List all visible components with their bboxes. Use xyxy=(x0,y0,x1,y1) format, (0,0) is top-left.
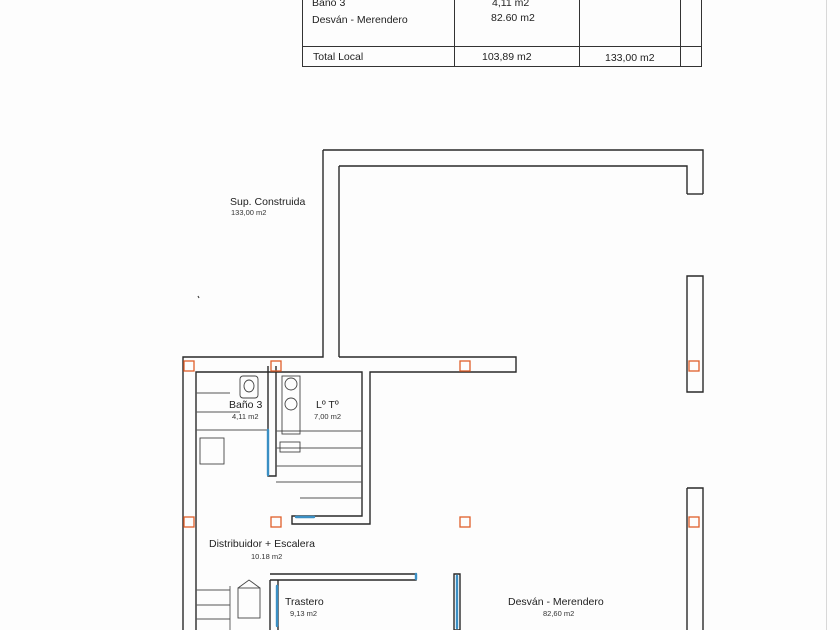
wall xyxy=(687,487,704,630)
room-label-desvan: Desván - Merendero xyxy=(508,596,604,608)
sink-icon xyxy=(279,441,301,453)
table-total-label: Total Local xyxy=(313,51,364,63)
column-marker xyxy=(688,360,700,372)
wall xyxy=(323,149,704,194)
table-row-name: Baño 3 xyxy=(312,0,346,9)
room-area-bano3: 4,11 m2 xyxy=(232,412,259,421)
appliance-icon xyxy=(281,375,301,435)
wall xyxy=(453,573,461,630)
sup-construida-area: 133,00 m2 xyxy=(231,208,267,217)
room-area-distribuidor: 10.18 m2 xyxy=(251,552,283,561)
room-area-lt: 7,00 m2 xyxy=(314,412,342,421)
column-marker xyxy=(459,360,471,372)
sink-icon xyxy=(243,379,255,393)
column-marker xyxy=(270,516,282,528)
room-area-trastero: 9,13 m2 xyxy=(290,609,318,618)
table-total-useful: 103,89 m2 xyxy=(482,51,532,63)
room-label-bano3: Baño 3 xyxy=(229,399,263,411)
wall xyxy=(270,573,417,581)
table-rule xyxy=(579,0,580,67)
basin-icon xyxy=(199,437,225,465)
wall xyxy=(686,275,704,393)
shelf-icon xyxy=(237,587,261,619)
page-edge-line xyxy=(826,0,827,630)
door-icon xyxy=(237,579,261,589)
table-total-built: 133,00 m2 xyxy=(605,52,655,64)
washer-icon xyxy=(284,377,298,391)
column-marker xyxy=(270,360,282,372)
column-marker xyxy=(183,516,195,528)
column-marker xyxy=(459,516,471,528)
room-label-distribuidor: Distribuidor + Escalera xyxy=(209,538,315,550)
wall xyxy=(195,356,517,630)
room-area-desvan: 82,60 m2 xyxy=(543,609,575,618)
wall xyxy=(339,165,688,194)
sup-construida-label: Sup. Construida xyxy=(230,196,306,208)
stair xyxy=(196,392,362,630)
dryer-icon xyxy=(284,397,298,411)
table-rule xyxy=(701,0,702,67)
table-row-value: 4,11 m2 xyxy=(492,0,530,9)
wall xyxy=(267,366,277,477)
column-marker xyxy=(688,516,700,528)
table-rule xyxy=(454,0,455,67)
room-label-lt: Lº Tº xyxy=(316,399,339,411)
area-table: Baño 3 4,11 m2 Desván - Merendero 82.60 … xyxy=(302,0,702,67)
room-label-trastero: Trastero xyxy=(285,596,324,608)
table-rule xyxy=(302,0,303,67)
table-row-value: 82.60 m2 xyxy=(491,12,535,24)
toilet-icon xyxy=(239,375,259,399)
table-rule xyxy=(302,66,702,67)
stray-mark xyxy=(197,295,200,299)
table-rule xyxy=(680,0,681,67)
wall xyxy=(182,150,324,630)
table-rule xyxy=(302,46,702,47)
column-marker xyxy=(183,360,195,372)
table-row-name: Desván - Merendero xyxy=(312,14,408,26)
